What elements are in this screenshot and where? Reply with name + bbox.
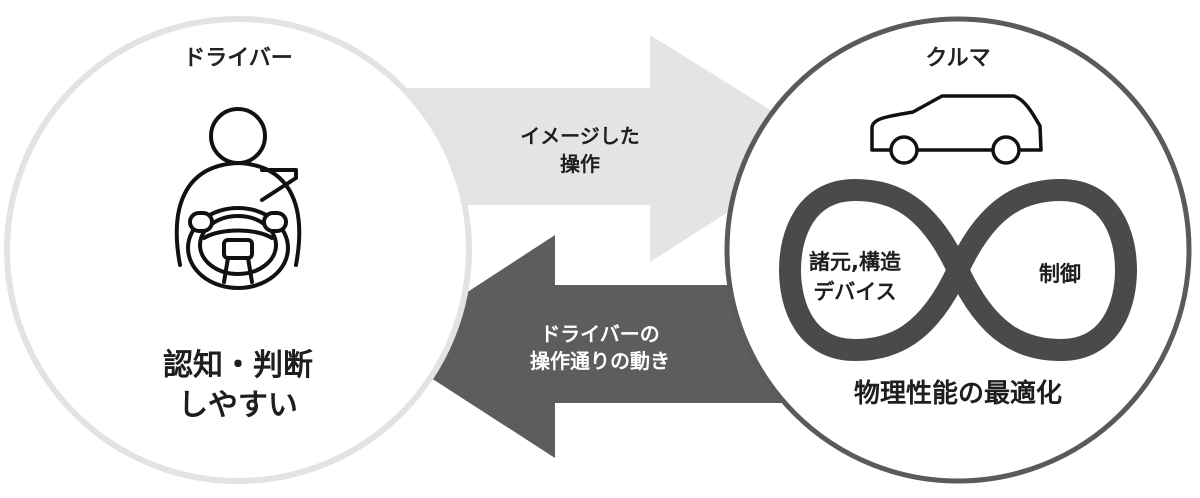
left-loop-line2: デバイス (813, 280, 897, 304)
car-title: クルマ (925, 46, 991, 71)
arrow-to-driver-line1: ドライバーの (540, 322, 660, 346)
infinity-icon (778, 178, 1138, 362)
driver-steering-wheel-icon (174, 107, 302, 290)
left-loop-line1: 諸元,構造 (809, 250, 901, 274)
driver-title: ドライバー (183, 46, 293, 71)
driver-circle (4, 16, 472, 484)
right-loop-label: 制御 (1039, 262, 1081, 286)
driver-caption-line2: しやすい (178, 388, 298, 423)
arrow-to-car-line1: イメージした (520, 124, 640, 148)
arrow-to-car (330, 35, 830, 262)
car-icon (870, 94, 1043, 165)
car-caption: 物理性能の最適化 (853, 379, 1062, 409)
arrow-to-driver-line2: 操作通りの動き (530, 349, 670, 373)
arrow-to-car-line2: 操作 (560, 152, 600, 176)
driver-caption-line1: 認知・判断 (163, 348, 313, 383)
